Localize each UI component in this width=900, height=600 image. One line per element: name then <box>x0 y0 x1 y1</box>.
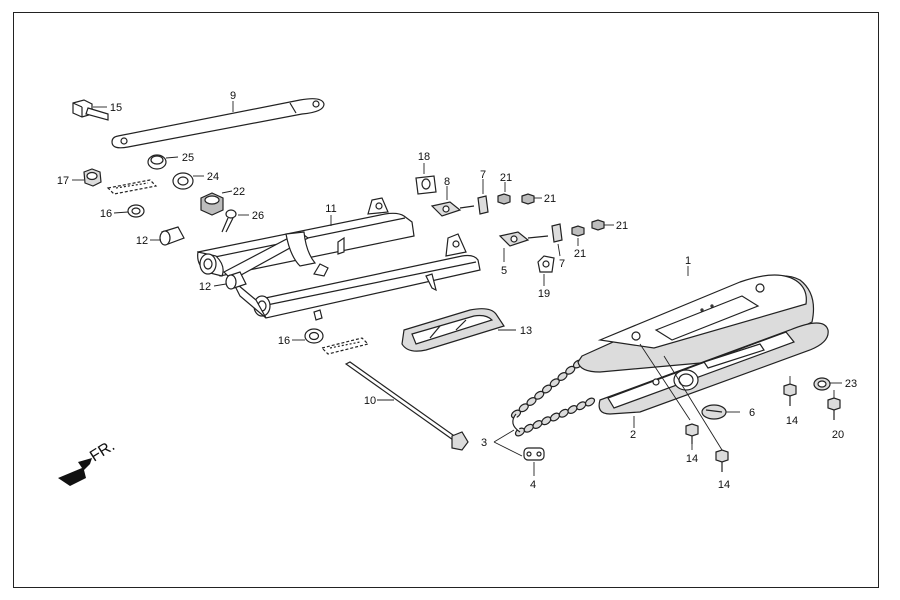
part-3-bracket <box>493 429 523 457</box>
part-23-washer <box>813 377 842 391</box>
callout-22: 22 <box>233 186 245 198</box>
callout-1: 1 <box>685 255 691 267</box>
callout-19: 19 <box>538 288 550 300</box>
callout-24: 24 <box>207 171 219 183</box>
chain-end-loop <box>512 413 521 433</box>
callout-7-upper: 7 <box>480 169 486 181</box>
part-16-washer-upper <box>113 204 145 218</box>
front-direction-label: FR. <box>87 437 118 465</box>
part-4-master-link <box>523 447 545 476</box>
part-18-clip <box>415 163 437 195</box>
callout-6: 6 <box>749 407 755 419</box>
callout-12-lower: 12 <box>199 281 211 293</box>
chain-link <box>584 397 596 407</box>
callout-20: 20 <box>832 429 844 441</box>
callout-8: 8 <box>444 176 450 188</box>
part-21-nut-lower-b <box>591 219 614 231</box>
part-10-axle <box>344 361 469 451</box>
callout-15: 15 <box>110 102 122 114</box>
callout-12-upper: 12 <box>136 235 148 247</box>
part-14-bolt-b <box>685 423 699 450</box>
front-direction-arrow: FR. <box>58 437 118 486</box>
callout-9: 9 <box>230 90 236 102</box>
part-17-nut <box>72 168 102 187</box>
callout-25: 25 <box>182 152 194 164</box>
callout-21-a: 21 <box>500 172 512 184</box>
callout-11: 11 <box>325 203 336 215</box>
part-22-nut <box>200 190 233 216</box>
callout-18: 18 <box>418 151 430 163</box>
callout-21-d: 21 <box>616 220 628 232</box>
callout-21-b: 21 <box>544 193 556 205</box>
callout-4: 4 <box>530 479 536 491</box>
part-3-drive-chain <box>510 359 596 437</box>
part-11-swing-arm <box>196 197 481 321</box>
callout-5: 5 <box>501 265 507 277</box>
part-5-adjuster <box>498 231 549 262</box>
part-14-bolt-a <box>783 376 797 406</box>
part-8-adjuster <box>430 186 475 217</box>
part-13-chain-guide <box>401 308 516 352</box>
callout-23: 23 <box>845 378 857 390</box>
callout-labels: 1 2 3 4 5 6 7 7 8 9 10 11 12 12 13 14 14… <box>57 90 857 491</box>
part-leaders <box>639 343 723 451</box>
callout-16-lower: 16 <box>278 335 290 347</box>
part-2-chain-case-lower <box>598 322 829 428</box>
part-25-collar <box>147 154 179 170</box>
callout-2: 2 <box>630 429 636 441</box>
part-12-bushing-upper <box>150 226 185 246</box>
callout-13: 13 <box>520 325 532 337</box>
part-21-nut-upper-a <box>497 182 511 205</box>
callout-16-upper: 16 <box>100 208 112 220</box>
diagram-frame <box>13 12 879 588</box>
part-9-torque-link <box>111 98 325 149</box>
callout-7-lower: 7 <box>559 258 565 270</box>
part-21-nut-lower-a <box>571 225 585 246</box>
part-16-washer-lower <box>292 328 324 344</box>
callout-3: 3 <box>481 437 487 449</box>
callout-21-c: 21 <box>574 248 586 260</box>
callout-14-b: 14 <box>686 453 698 465</box>
part-7-plate-lower <box>551 223 563 257</box>
part-14-bolt-c <box>715 449 729 472</box>
part-7-plate-upper <box>477 179 489 215</box>
part-20-bolt <box>827 390 841 420</box>
callout-10: 10 <box>364 395 376 407</box>
callout-26: 26 <box>252 210 264 222</box>
part-15-bolt <box>72 99 109 121</box>
part-24-washer <box>172 172 204 190</box>
part-26-cotter-pin <box>221 209 249 233</box>
callout-14-c: 14 <box>718 479 730 491</box>
callout-14-a: 14 <box>786 415 798 427</box>
callout-17: 17 <box>57 175 69 187</box>
adjuster-plate-lower <box>320 337 370 355</box>
part-6-plug <box>701 404 740 420</box>
adjuster-plate-upper <box>106 179 158 195</box>
part-21-nut-upper-b <box>521 193 542 205</box>
part-19-clip <box>537 255 555 286</box>
part-12-bushing-lower <box>213 271 247 290</box>
